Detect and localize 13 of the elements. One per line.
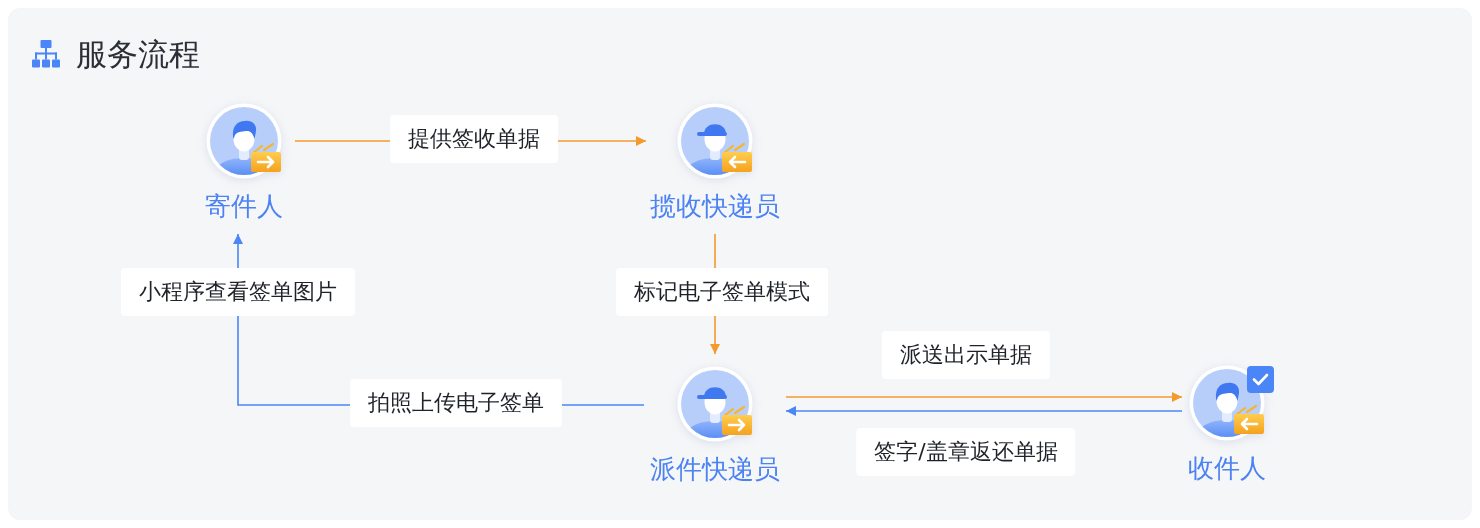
- edge-label: 签字/盖章返还单据: [856, 428, 1076, 476]
- edge-label: 提供签收单据: [390, 115, 558, 163]
- arrow: [785, 406, 1183, 416]
- role-name: 寄件人: [205, 190, 283, 222]
- step-note: 小程序查看签单图片: [121, 268, 355, 316]
- diagram-title: 服务流程: [76, 35, 200, 74]
- role-name: 揽收快递员: [650, 190, 780, 222]
- role-name: 派件快递员: [650, 453, 780, 485]
- edge-label: 标记电子签单模式: [616, 268, 828, 316]
- role-name: 收件人: [1188, 452, 1266, 484]
- edge-label: 派送出示单据: [882, 331, 1050, 379]
- arrow: [785, 392, 1183, 402]
- edge-label: 拍照上传电子签单: [350, 379, 562, 427]
